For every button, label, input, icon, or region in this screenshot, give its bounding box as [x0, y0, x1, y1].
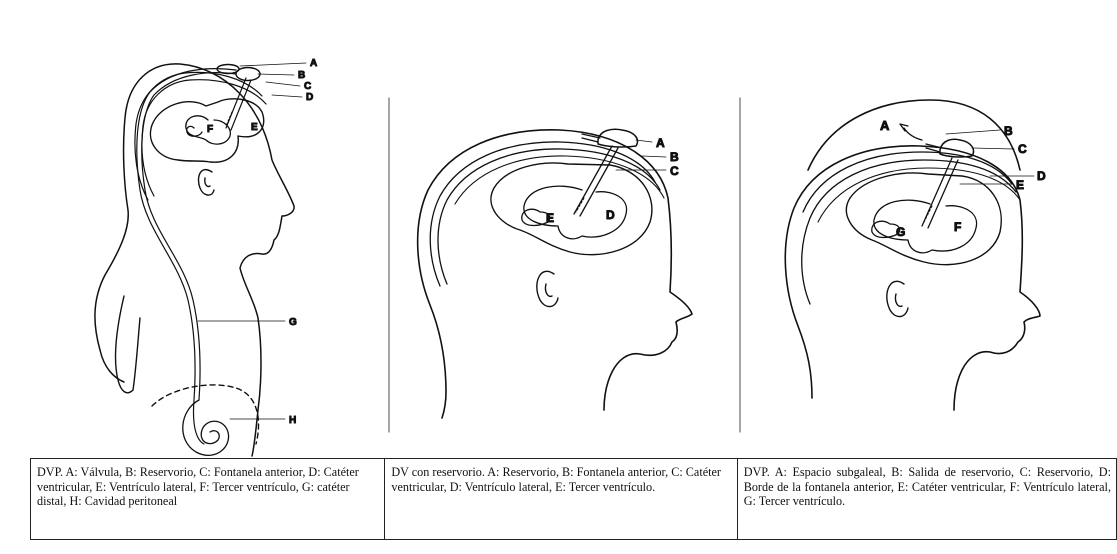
caption-panel-1: DVP. A: Válvula, B: Reservorio, C: Fonta… — [31, 459, 384, 539]
shunt-diagrams-figure: A B C D E F G H A B C D E — [0, 0, 1117, 458]
panel1-label-h: H — [289, 415, 296, 426]
child-peritoneal-cavity — [152, 385, 259, 444]
panel1-label-g: G — [289, 317, 297, 328]
caption-panel-3: DVP. A: Espacio subgaleal, B: Salida de … — [737, 459, 1116, 539]
caption-table: DVP. A: Válvula, B: Reservorio, C: Fonta… — [30, 458, 1117, 540]
panel-2-infant-reservoir: A B C D E — [418, 129, 692, 418]
panel3-label-g: G — [896, 225, 905, 239]
leader-line-c — [266, 82, 300, 86]
panel1-label-f: F — [207, 124, 213, 135]
leader-line-b — [258, 74, 294, 75]
child-arm — [116, 296, 140, 393]
child-shunt-reservoir — [236, 68, 260, 81]
leader2-a — [636, 140, 652, 142]
infant3-outflow-arrow — [900, 124, 922, 140]
child-ear — [199, 170, 215, 195]
panel2-label-d: D — [606, 208, 615, 222]
panel1-label-a: A — [310, 58, 317, 69]
panel1-label-c: C — [304, 81, 311, 92]
panel1-label-d: D — [306, 92, 313, 103]
leader-line-d — [272, 95, 302, 97]
panel-1-child-vp-shunt: A B C D E F G H — [95, 58, 317, 456]
infant2-reservoir — [598, 129, 637, 147]
infant2-brain — [491, 163, 652, 255]
panel3-label-a: A — [880, 118, 890, 133]
infant3-ear — [887, 281, 908, 316]
leader3-b — [946, 130, 1000, 134]
infant3-brain — [846, 173, 1001, 265]
panel2-label-a: A — [656, 136, 665, 150]
panel3-label-f: F — [954, 220, 961, 234]
leader3-c — [972, 148, 1014, 149]
leader-line-a — [240, 63, 306, 66]
infant3-skull-layer — [802, 160, 1016, 304]
panel-3-infant-subgaleal: A B C D E F G — [785, 100, 1046, 410]
child-catheter-holes — [226, 112, 232, 126]
panel2-label-b: B — [670, 150, 679, 164]
infant3-subgaleal-dome — [808, 100, 1020, 170]
panel3-label-c: C — [1018, 142, 1027, 156]
panel3-label-e: E — [1016, 178, 1024, 192]
panel2-label-e: E — [546, 211, 554, 225]
panel3-label-d: D — [1037, 169, 1046, 183]
infant2-ear — [537, 271, 558, 306]
panel1-label-e: E — [251, 122, 258, 133]
child-peritoneal-coil — [183, 400, 229, 455]
caption-panel-2: DV con reservorio. A: Reservorio, B: Fon… — [384, 459, 736, 539]
panel2-label-c: C — [670, 164, 679, 178]
leader2-b — [642, 156, 666, 157]
child-third-ventricle — [187, 126, 202, 136]
infant3-head-outline — [785, 146, 1040, 410]
child-skull-layer — [142, 80, 266, 196]
panel3-label-b: B — [1004, 124, 1013, 138]
panel1-label-b: B — [298, 70, 305, 81]
